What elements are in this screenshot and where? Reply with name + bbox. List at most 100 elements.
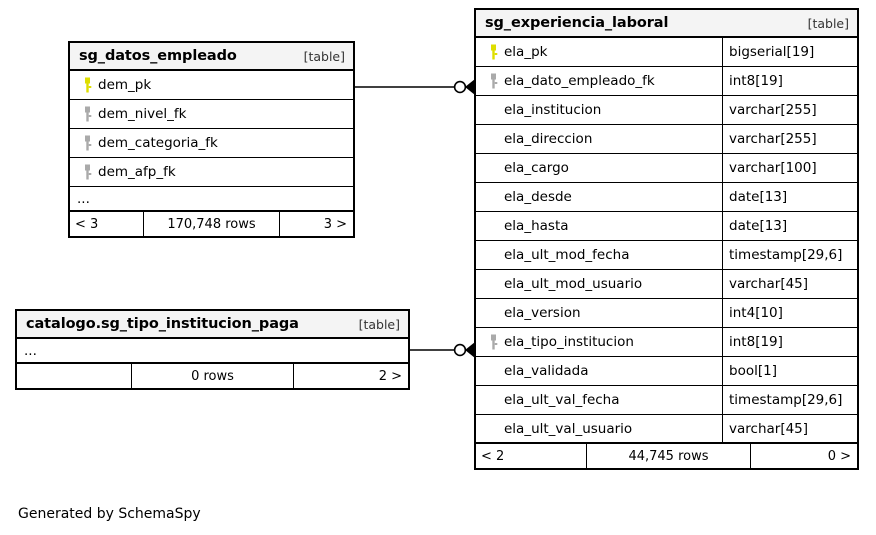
table-title: sg_datos_empleado — [79, 48, 237, 64]
field-type-cell: bigserial[19] — [722, 38, 857, 66]
table-row[interactable]: ela_direccion varchar[255] — [476, 125, 857, 154]
field-name-cell: dem_afp_fk — [70, 158, 353, 186]
primary-key-icon — [482, 44, 504, 60]
field-name-cell: ela_version — [476, 299, 722, 327]
foreign-key-icon — [76, 106, 98, 122]
field-type-cell: timestamp[29,6] — [722, 386, 857, 414]
relationship-connector-1 — [355, 79, 476, 95]
footer-prev-count[interactable]: < 3 — [75, 216, 99, 232]
table-sg-experiencia-laboral[interactable]: sg_experiencia_laboral [table] ela_pk bi… — [474, 8, 859, 470]
table-row[interactable]: ela_ult_mod_fecha timestamp[29,6] — [476, 241, 857, 270]
field-label: ela_hasta — [504, 218, 569, 234]
foreign-key-icon — [76, 135, 98, 151]
table-row[interactable]: dem_afp_fk — [70, 158, 353, 187]
table-row[interactable]: ela_ult_mod_usuario varchar[45] — [476, 270, 857, 299]
table-row[interactable]: ela_validada bool[1] — [476, 357, 857, 386]
table-row[interactable]: ela_version int4[10] — [476, 299, 857, 328]
field-label: ela_direccion — [504, 131, 593, 147]
generated-by-caption: Generated by SchemaSpy — [18, 506, 201, 522]
field-label: dem_categoria_fk — [98, 135, 218, 151]
footer-row-count: 44,745 rows — [586, 444, 751, 468]
footer-next-count[interactable]: 2 > — [378, 368, 402, 384]
table-row[interactable]: ela_ult_val_usuario varchar[45] — [476, 415, 857, 444]
table-row[interactable]: ela_institucion varchar[255] — [476, 96, 857, 125]
field-type-cell: timestamp[29,6] — [722, 241, 857, 269]
field-label: ela_ult_mod_fecha — [504, 247, 630, 263]
field-type-cell: int4[10] — [722, 299, 857, 327]
field-type-cell: varchar[100] — [722, 154, 857, 182]
field-label: ela_validada — [504, 363, 589, 379]
field-name-cell: ela_cargo — [476, 154, 722, 182]
table-row[interactable]: ela_dato_empleado_fk int8[19] — [476, 67, 857, 96]
field-label: ela_ult_val_usuario — [504, 420, 633, 437]
field-label: dem_nivel_fk — [98, 106, 187, 122]
field-name-cell: ela_direccion — [476, 125, 722, 153]
field-name-cell: ela_desde — [476, 183, 722, 211]
field-label: ela_desde — [504, 189, 572, 205]
foreign-key-icon — [482, 334, 504, 350]
foreign-key-icon — [76, 164, 98, 180]
footer-next-count[interactable]: 3 > — [323, 216, 347, 232]
table-catalogo-sg-tipo-institucion-paga[interactable]: catalogo.sg_tipo_institucion_paga [table… — [15, 309, 410, 390]
field-name-cell: ela_tipo_institucion — [476, 328, 722, 356]
table-footer: < 3 170,748 rows 3 > — [70, 212, 353, 236]
field-name-cell: ela_institucion — [476, 96, 722, 124]
field-label: ela_ult_val_fecha — [504, 392, 620, 408]
table-type-tag: [table] — [358, 316, 400, 332]
table-row[interactable]: ela_cargo varchar[100] — [476, 154, 857, 183]
footer-row-count: 0 rows — [131, 364, 294, 388]
field-label: ela_cargo — [504, 160, 569, 176]
field-type-cell: varchar[255] — [722, 96, 857, 124]
field-type-cell: varchar[45] — [722, 415, 857, 442]
field-name-cell: ela_dato_empleado_fk — [476, 67, 722, 95]
field-name-cell: ela_pk — [476, 38, 722, 66]
field-type-cell: varchar[45] — [722, 270, 857, 298]
table-row[interactable]: dem_nivel_fk — [70, 100, 353, 129]
table-type-tag: [table] — [303, 48, 345, 64]
table-type-tag: [table] — [807, 15, 849, 31]
field-name-cell: dem_pk — [70, 71, 353, 99]
relationship-connector-2 — [409, 342, 476, 358]
field-type-cell: varchar[255] — [722, 125, 857, 153]
field-label: ela_tipo_institucion — [504, 334, 634, 350]
more-fields-row[interactable]: ... — [17, 339, 408, 364]
field-type-cell: date[13] — [722, 183, 857, 211]
more-fields-row[interactable]: ... — [70, 187, 353, 212]
table-title: sg_experiencia_laboral — [485, 15, 669, 31]
field-label: ela_dato_empleado_fk — [504, 73, 655, 89]
table-row[interactable]: dem_pk — [70, 71, 353, 100]
field-type-cell: int8[19] — [722, 328, 857, 356]
table-sg-datos-empleado[interactable]: sg_datos_empleado [table] dem_pk — [68, 41, 355, 238]
field-name-cell: ela_ult_val_fecha — [476, 386, 722, 414]
table-row[interactable]: dem_categoria_fk — [70, 129, 353, 158]
field-type-cell: date[13] — [722, 212, 857, 240]
table-row[interactable]: ela_ult_val_fecha timestamp[29,6] — [476, 386, 857, 415]
footer-prev-count[interactable] — [17, 364, 131, 388]
primary-key-icon — [76, 77, 98, 93]
table-row[interactable]: ela_pk bigserial[19] — [476, 38, 857, 67]
table-header: sg_datos_empleado [table] — [70, 43, 353, 71]
table-footer: < 2 44,745 rows 0 > — [476, 444, 857, 468]
field-name-cell: ela_ult_val_usuario — [476, 415, 722, 442]
table-header: catalogo.sg_tipo_institucion_paga [table… — [17, 311, 408, 339]
field-name-cell: ela_validada — [476, 357, 722, 385]
field-type-cell: int8[19] — [722, 67, 857, 95]
field-name-cell: ela_ult_mod_fecha — [476, 241, 722, 269]
field-name-cell: ela_ult_mod_usuario — [476, 270, 722, 298]
table-title: catalogo.sg_tipo_institucion_paga — [26, 316, 299, 332]
field-label: ela_ult_mod_usuario — [504, 276, 643, 292]
footer-next-count[interactable]: 0 > — [827, 448, 851, 464]
field-name-cell: dem_categoria_fk — [70, 129, 353, 157]
field-label: ela_institucion — [504, 102, 602, 118]
table-row[interactable]: ela_desde date[13] — [476, 183, 857, 212]
field-label: ela_version — [504, 305, 581, 321]
table-row[interactable]: ela_tipo_institucion int8[19] — [476, 328, 857, 357]
table-footer: 0 rows 2 > — [17, 364, 408, 388]
field-label: dem_pk — [98, 77, 152, 93]
footer-prev-count[interactable]: < 2 — [481, 448, 505, 464]
field-label: ela_pk — [504, 44, 548, 60]
ellipsis-label: ... — [77, 190, 90, 207]
table-row[interactable]: ela_hasta date[13] — [476, 212, 857, 241]
footer-row-count: 170,748 rows — [143, 212, 280, 236]
foreign-key-icon — [482, 73, 504, 89]
